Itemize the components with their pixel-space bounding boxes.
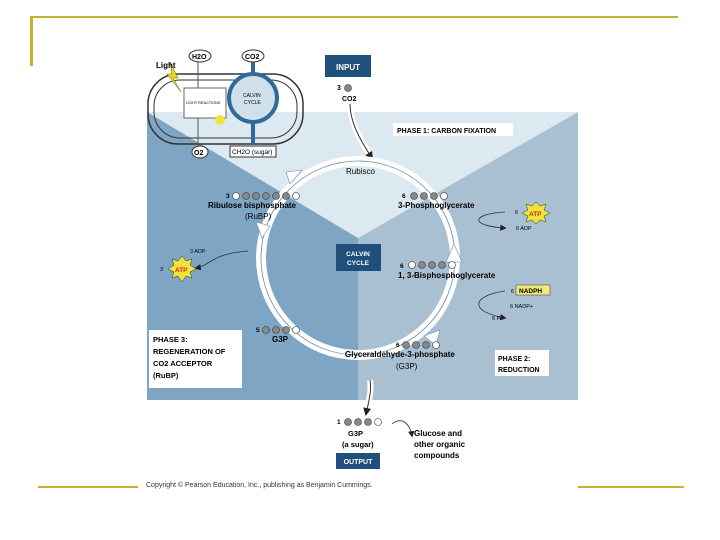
phase3-line1: PHASE 3:	[153, 335, 188, 344]
pgp-name: 3-Phosphoglycerate	[398, 201, 475, 210]
cycle-arrowhead-top	[285, 169, 303, 185]
atp-regen-count: 3	[160, 267, 163, 273]
phase2-box	[495, 350, 549, 376]
output-count: 1	[337, 419, 341, 426]
frame-top-line	[30, 16, 678, 18]
g3p-main-count: 6	[396, 342, 400, 349]
atp-use-count: 6	[515, 210, 518, 216]
frame-bottom-right-line	[578, 486, 684, 488]
g3p-recycle-molecule-icon	[262, 326, 270, 334]
output-name: G3P	[348, 429, 363, 438]
atp-use-atp: ATP	[529, 211, 542, 218]
center-line2: CYCLE	[347, 260, 370, 267]
phase3-line4: (RuBP)	[153, 371, 179, 380]
inset-co2-label: CO2	[245, 54, 260, 61]
atp-use-arrow	[478, 211, 507, 231]
atp-regen-starburst	[167, 255, 197, 283]
output-molecule-icon	[344, 418, 352, 426]
glucose-line2: other organic	[414, 440, 466, 449]
g3p-recycle-count: 5	[256, 327, 260, 334]
input-count: 3	[337, 85, 341, 92]
nadph-box	[515, 284, 551, 296]
nadph-use-arrow	[478, 290, 507, 321]
bpg-name: 1, 3-Bisphosphoglycerate	[398, 271, 496, 280]
inset-cycle-label: CYCLE	[244, 100, 261, 106]
g3p-main-molecule-icon	[402, 341, 410, 349]
phase3-panel	[147, 112, 358, 400]
inset-o2-label: O2	[194, 150, 203, 157]
nadph-use-count: 6	[511, 289, 514, 295]
input-label: INPUT	[336, 63, 360, 72]
phase2-line2: REDUCTION	[498, 367, 540, 374]
chloroplast-inset	[147, 49, 304, 159]
inset-light-reactions-label: LIGHT REACTIONS	[186, 101, 221, 105]
input-box	[325, 55, 371, 77]
rubp-name: Ribulose bisphosphate	[208, 201, 297, 210]
pgp-molecule-icon	[410, 192, 418, 200]
output-desc: (a sugar)	[342, 440, 374, 449]
phase3-box	[149, 330, 242, 388]
rubisco-label: Rubisco	[346, 167, 375, 176]
nadph-use-nadp: 6 NADP+	[510, 304, 533, 310]
g3p-recycle-name: G3P	[272, 335, 289, 344]
phase1-box	[393, 123, 513, 136]
phase2-panel	[358, 112, 578, 400]
glucose-arrow	[391, 420, 415, 438]
nadph-use-pi: 6 Pi	[492, 316, 501, 322]
frame-bottom-left-line	[38, 486, 138, 488]
phase3-line3: CO2 ACCEPTOR	[153, 359, 213, 368]
cycle-arrowhead-left	[255, 221, 271, 239]
inset-h2o-label: H2O	[192, 54, 207, 61]
inset-sugar-label: CH2O (sugar)	[232, 149, 272, 156]
phase3-line2: REGENERATION OF	[153, 347, 226, 356]
phase1-label: PHASE 1: CARBON FIXATION	[397, 128, 496, 135]
nadph-use-nadph: NADPH	[519, 288, 542, 295]
atp-use-starburst	[521, 201, 551, 225]
atp-regen-adp: 3 ADP	[190, 249, 206, 255]
center-line1: CALVIN	[346, 251, 370, 258]
inset-light-label: Light	[156, 61, 176, 70]
input-molecule: CO2	[342, 96, 357, 103]
inset-calvin-label: CALVIN	[243, 93, 261, 99]
frame-left-line	[30, 16, 33, 66]
rubp-count: 3	[226, 193, 230, 200]
atp-regen-atp: ATP	[175, 267, 188, 274]
copyright-text: Copyright © Pearson Education, Inc., pub…	[146, 482, 373, 489]
glucose-line1: Glucose and	[414, 429, 462, 438]
atp-use-adp: 6 ADP	[516, 226, 532, 232]
calvin-cycle-center-box	[336, 244, 381, 271]
pgp-count: 6	[402, 193, 406, 200]
rubp-molecule-icon	[232, 192, 240, 200]
bpg-molecule-icon	[408, 261, 416, 269]
glucose-line3: compounds	[414, 451, 460, 460]
co2-molecule-icon	[344, 84, 352, 92]
rubp-abbr: (RuBP)	[245, 212, 272, 221]
g3p-main-abbr: (G3P)	[396, 362, 418, 371]
phase2-line1: PHASE 2:	[498, 356, 530, 363]
g3p-main-name: Glyceraldehyde-3-phosphate	[345, 350, 455, 359]
atp-regen-arrow	[194, 250, 249, 271]
output-box	[336, 453, 380, 469]
bpg-count: 6	[400, 263, 404, 270]
output-label: OUTPUT	[344, 459, 374, 466]
